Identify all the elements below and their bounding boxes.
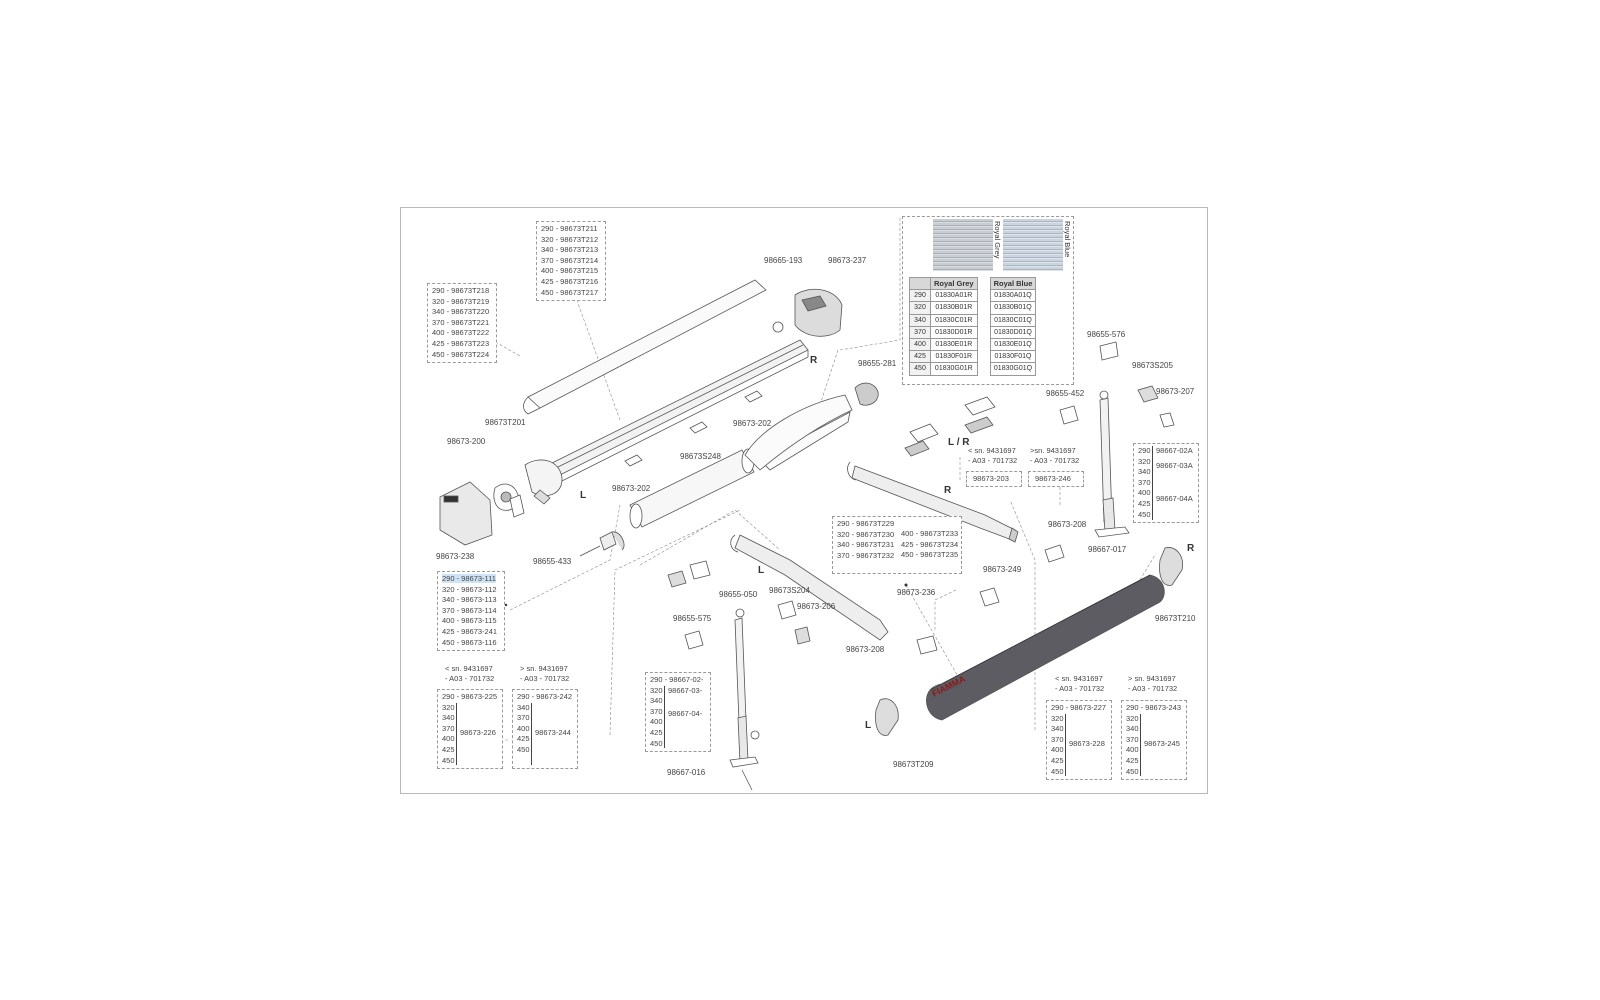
left-new-kit-box: 290 - 98673-242 340 370 400 425 450 9867… (512, 689, 578, 769)
side-marker-r2: R (944, 485, 952, 496)
label-98665-193: 98665-193 (764, 256, 803, 265)
royal-grey-swatch (933, 219, 993, 271)
side-marker-r3: R (1187, 543, 1195, 554)
right-old-note: < sn. 9431697 - A03 - 701732 (1055, 674, 1105, 693)
label-98673-236: 98673-236 (897, 588, 936, 597)
side-marker-l: L (580, 490, 587, 501)
arm-new-note: >sn. 9431697 - A03 - 701732 (1030, 446, 1080, 465)
cover-left-sizes-box: 290 - 98673T218 320 - 98673T219 340 - 98… (427, 283, 497, 363)
left-old-kit-box: 290 - 98673-225 320 340 370 400 425 450 … (437, 689, 503, 769)
label-98673-208-left: 98673-208 (846, 645, 885, 654)
leg-left (729, 608, 760, 791)
leg-right (1094, 390, 1130, 538)
size-header (909, 276, 931, 291)
gap-header (977, 278, 990, 290)
left-end-cap (439, 459, 563, 546)
label-98673T201: 98673T201 (485, 418, 526, 427)
label-98673-202-bottom: 98673-202 (612, 484, 651, 493)
arm-left (730, 534, 889, 641)
right-new-kit-box: 290 - 98673-243 320 340 370 400 425 450 … (1121, 700, 1187, 780)
label-98673T209: 98673T209 (893, 760, 934, 769)
left-new-note: > sn. 9431697 - A03 - 701732 (520, 664, 570, 683)
label-98673-202-top: 98673-202 (733, 419, 772, 428)
label-98673S204: 98673S204 (769, 586, 810, 595)
arm-old-note: < sn. 9431697 - A03 - 701732 (968, 446, 1018, 465)
right-leg-kit-box: 290 320 340 370 400 425 450 98667-02A 98… (1133, 443, 1199, 523)
label-98673-237: 98673-237 (828, 256, 867, 265)
label-98655-452: 98655-452 (1046, 389, 1085, 398)
royal-blue-header: Royal Blue (989, 276, 1037, 291)
royal-blue-swatch (1003, 219, 1063, 271)
arm-right (847, 461, 1019, 543)
top-cover (523, 279, 767, 415)
label-98673T210: 98673T210 (1155, 614, 1196, 623)
label-98655-281: 98655-281 (858, 359, 897, 368)
right-new-note: > sn. 9431697 - A03 - 701732 (1128, 674, 1178, 693)
label-98673-238: 98673-238 (436, 552, 475, 561)
label-98673-208-right: 98673-208 (1048, 520, 1087, 529)
right-end-cap (772, 288, 843, 337)
label-98655-433: 98655-433 (533, 557, 572, 566)
royal-blue-swatch-label: Royal Blue (1063, 221, 1072, 258)
side-marker-l2: L (758, 565, 765, 576)
front-bar (926, 574, 1165, 721)
label-98655-576: 98655-576 (1087, 330, 1126, 339)
label-98667-016: 98667-016 (667, 768, 706, 777)
label-98673S248: 98673S248 (680, 452, 721, 461)
royal-grey-swatch-label: Royal Grey (993, 221, 1002, 259)
left-old-note: < sn. 9431697 - A03 - 701732 (445, 664, 495, 683)
label-98655-050: 98655-050 (719, 590, 758, 599)
cover-top-sizes-box: 290 - 98673T211 320 - 98673T212 340 - 98… (536, 221, 606, 301)
side-marker-r: R (810, 355, 818, 366)
left-leg-kit-box: 290 - 98667-02- 320 340 370 400 425 450 … (645, 672, 711, 752)
label-98673-249: 98673-249 (983, 565, 1022, 574)
arm-old-part-box: 98673-203 (966, 471, 1022, 487)
side-marker-l3: L (865, 720, 872, 731)
label-98655-575: 98655-575 (673, 614, 712, 623)
roller-sizes-box: 290 - 98673-111 320 - 98673-112 340 - 98… (437, 571, 505, 651)
label-98673-207: 98673-207 (1156, 387, 1195, 396)
label-98673-206: 98673-206 (797, 602, 836, 611)
fabric-color-table: Royal Grey Royal Blue Royal Grey Royal B… (902, 216, 1074, 385)
side-marker-lr: L / R (948, 437, 970, 448)
right-old-kit-box: 290 - 98673-227 320 340 370 400 425 450 … (1046, 700, 1112, 780)
royal-grey-header: Royal Grey (930, 276, 978, 291)
arm-new-part-box: 98673-246 (1028, 471, 1084, 487)
label-98673S205: 98673S205 (1132, 361, 1173, 370)
label-98673-200: 98673-200 (447, 437, 486, 446)
front-bar-sizes-box: 290 - 98673T229 320 - 98673T230 340 - 98… (832, 516, 962, 574)
label-98667-017: 98667-017 (1088, 545, 1127, 554)
